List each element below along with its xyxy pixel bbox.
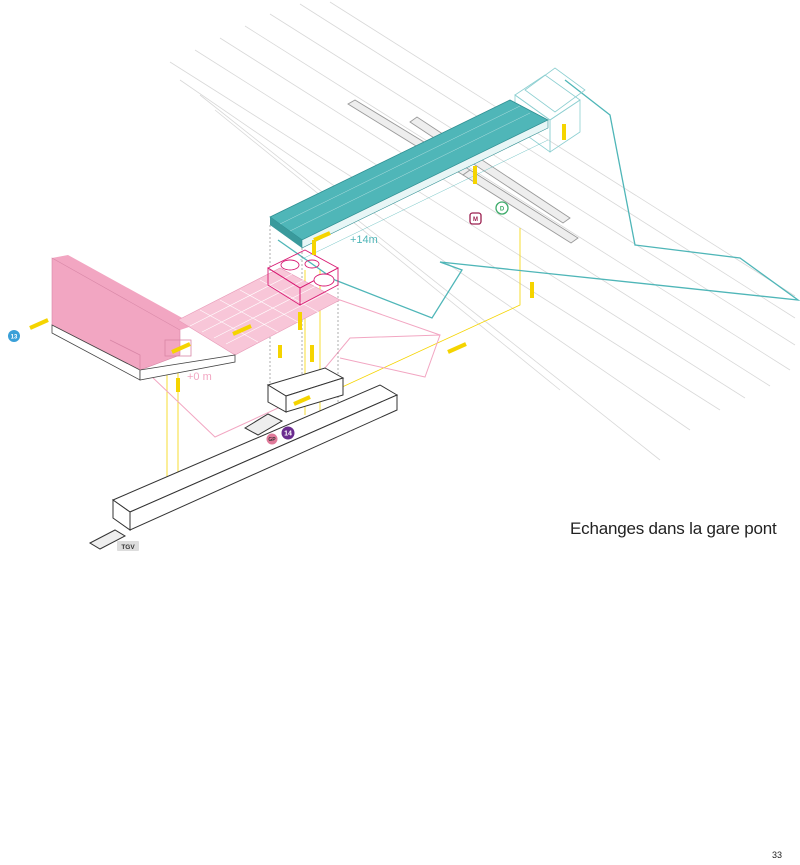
ground-level-label: +0 m: [187, 371, 212, 383]
connection-hub: [267, 249, 339, 306]
line-13-badge: 13: [8, 330, 20, 342]
line-m-label: M: [473, 217, 478, 223]
tgv-badge: TGV: [117, 541, 139, 551]
line-d-badge: D: [495, 201, 509, 215]
line-m-badge: M: [469, 212, 482, 225]
upper-level-outline: [277, 79, 800, 319]
upper-deck: [269, 99, 549, 261]
tgv-label: TGV: [121, 544, 135, 551]
line-14-label: 14: [284, 431, 292, 438]
ground-level-outline: [149, 299, 441, 438]
line-gp-badge: GP: [266, 433, 278, 445]
line-d-label: D: [500, 207, 505, 213]
diagram-caption: Echanges dans la gare pont: [570, 519, 777, 538]
ground-building: [51, 255, 341, 381]
page-number: 33: [772, 850, 783, 860]
underground-platform: [88, 367, 399, 550]
line-14-badge: 14: [281, 426, 295, 440]
access-markers: [29, 124, 566, 406]
site-hatch-lines: [169, 1, 796, 461]
line-gp-label: GP: [268, 437, 276, 443]
upper-level-label: +14m: [350, 234, 378, 246]
upper-deck-light-lines: [299, 139, 549, 261]
line-13-label: 13: [11, 335, 18, 341]
